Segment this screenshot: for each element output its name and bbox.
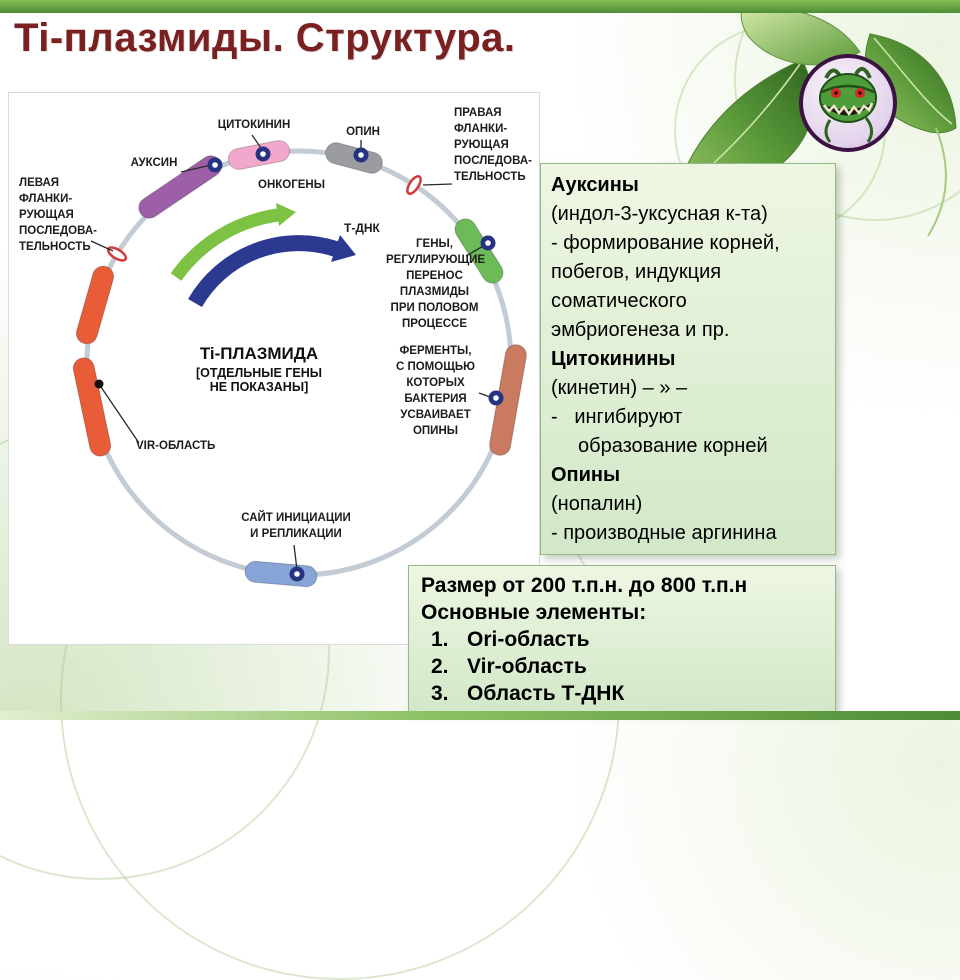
hormone-line: Цитокинины [551, 348, 676, 370]
list-item-number: 3. [431, 682, 449, 705]
list-item-number: 1. [431, 628, 449, 651]
diagram-center-title: Ti-ПЛАЗМИДА [199, 344, 319, 363]
plasmid-diagram: ЦИТОКИНИН ОПИН АУКСИН ПРАВАЯ ФЛАНКИ- РУЮ… [8, 92, 540, 645]
node-dots [94, 146, 504, 582]
label-opine: ОПИН [346, 126, 380, 138]
hormone-line: (нопалин) [551, 493, 643, 515]
size-line: Размер от 200 т.п.н. до 800 т.п.н [421, 574, 748, 597]
page-title: Ti-плазмиды. Структура. [14, 16, 516, 60]
segment-init-site [244, 560, 318, 588]
mascot-emblem [799, 54, 897, 152]
bottom-accent-bar [0, 711, 960, 720]
top-accent-bar [0, 0, 960, 13]
tdna-arrow [188, 235, 356, 308]
list-item-number: 2. [431, 655, 449, 678]
list-item-text: Vir-область [467, 655, 587, 678]
hormone-line: соматического [551, 290, 687, 312]
hormone-line: образование корней [578, 435, 768, 457]
size-info-box: Размер от 200 т.п.н. до 800 т.п.н Основн… [408, 565, 836, 712]
diagram-center-subtitle: [ОТДЕЛЬНЫЕ ГЕНЫ НЕ ПОКАЗАНЫ] [196, 366, 322, 394]
segment-vir-lower [72, 357, 112, 457]
monster-mouth [822, 102, 874, 116]
list-item-text: Область Т-ДНК [467, 682, 625, 705]
vir-node-dot [94, 379, 104, 389]
leader-lines [90, 134, 494, 571]
label-enzymes: ФЕРМЕНТЫ, С ПОМОЩЬЮ КОТОРЫХ БАКТЕРИЯ УСВ… [395, 345, 476, 437]
hormone-line: эмбриогенеза и пр. [551, 319, 730, 341]
right-flank-tick [406, 175, 422, 195]
diagram-center-caption: Ti-ПЛАЗМИДА [ОТДЕЛЬНЫЕ ГЕНЫ НЕ ПОКАЗАНЫ] [152, 344, 366, 394]
hormone-line: (индол-3-уксусная к-та) [551, 203, 768, 225]
segment-vir-upper [75, 265, 115, 345]
list-item: 3. Область Т-ДНК [421, 680, 823, 707]
left-flank-tick [106, 246, 128, 262]
monster-teeth [823, 102, 874, 117]
label-transfer-genes: ГЕНЫ, РЕГУЛИРУЮЩИЕ ПЕРЕНОС ПЛАЗМИДЫ ПРИ … [386, 238, 486, 330]
hormone-line: (кинетин) – » – [551, 377, 688, 399]
label-oncogenes: ОНКОГЕНЫ [258, 179, 325, 191]
label-right-flank: ПРАВАЯ ФЛАНКИ- РУЮЩАЯ ПОСЛЕДОВА- ТЕЛЬНОС… [454, 107, 532, 183]
hormone-line: побегов, индукция [551, 261, 722, 283]
hormones-info-box: Ауксины (индол-3-уксусная к-та) - формир… [540, 163, 836, 555]
mascot-monster [819, 66, 877, 143]
label-vir-region: VIR-ОБЛАСТЬ [136, 440, 216, 452]
segment-opine [325, 142, 383, 174]
hormone-line: Ауксины [551, 174, 639, 196]
list-item: 2. Vir-область [421, 653, 823, 680]
label-left-flank: ЛЕВАЯ ФЛАНКИ- РУЮЩАЯ ПОСЛЕДОВА- ТЕЛЬНОСТ… [19, 177, 97, 253]
plasmid-diagram-canvas [72, 134, 527, 588]
hormone-line: - формирование корней, [551, 232, 780, 254]
label-auxin: АУКСИН [130, 157, 178, 169]
label-t-dna: Т-ДНК [344, 221, 380, 235]
list-item: 1. Ori-область [421, 626, 823, 653]
label-cytokinin: ЦИТОКИНИН [217, 119, 291, 131]
hormone-line: Опины [551, 464, 621, 486]
elements-line: Основные элементы: [421, 601, 647, 624]
label-init-site: САЙТ ИНИЦИАЦИИ И РЕПЛИКАЦИИ [241, 512, 351, 540]
list-item-text: Ori-область [467, 628, 590, 651]
oncogene-arrow [170, 203, 296, 281]
hormone-line: - ингибируют [551, 406, 683, 428]
hormone-line: - производные аргинина [551, 522, 777, 544]
